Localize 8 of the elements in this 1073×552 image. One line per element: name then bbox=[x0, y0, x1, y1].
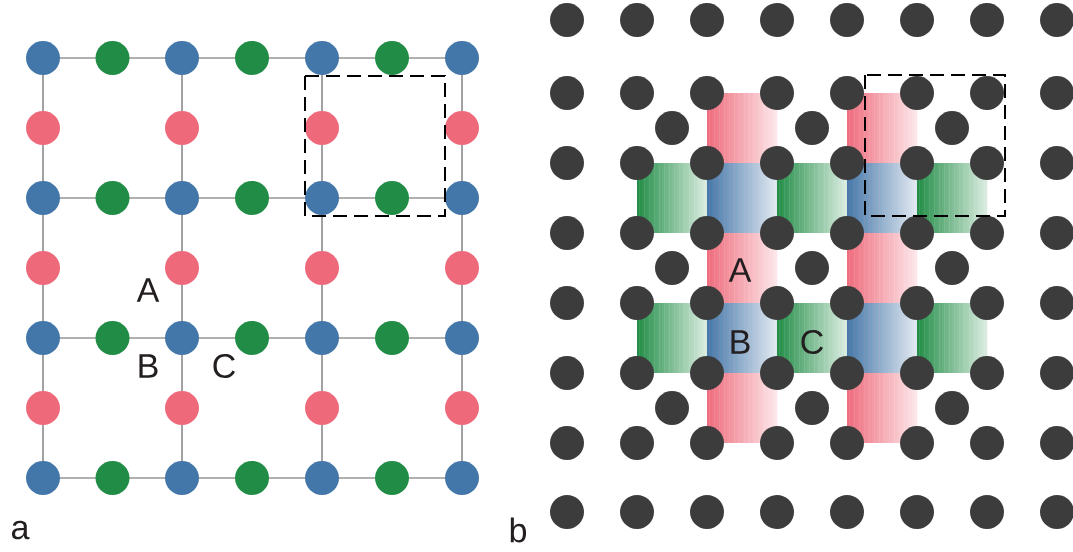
site-label: C bbox=[213, 353, 235, 379]
site-label: C bbox=[801, 329, 823, 355]
site-label: A bbox=[136, 278, 160, 302]
site-label: B bbox=[139, 354, 158, 378]
panel-label: a bbox=[12, 520, 30, 540]
site-label: B bbox=[731, 330, 750, 354]
site-label: A bbox=[728, 258, 752, 282]
panel-label: b bbox=[510, 517, 527, 543]
